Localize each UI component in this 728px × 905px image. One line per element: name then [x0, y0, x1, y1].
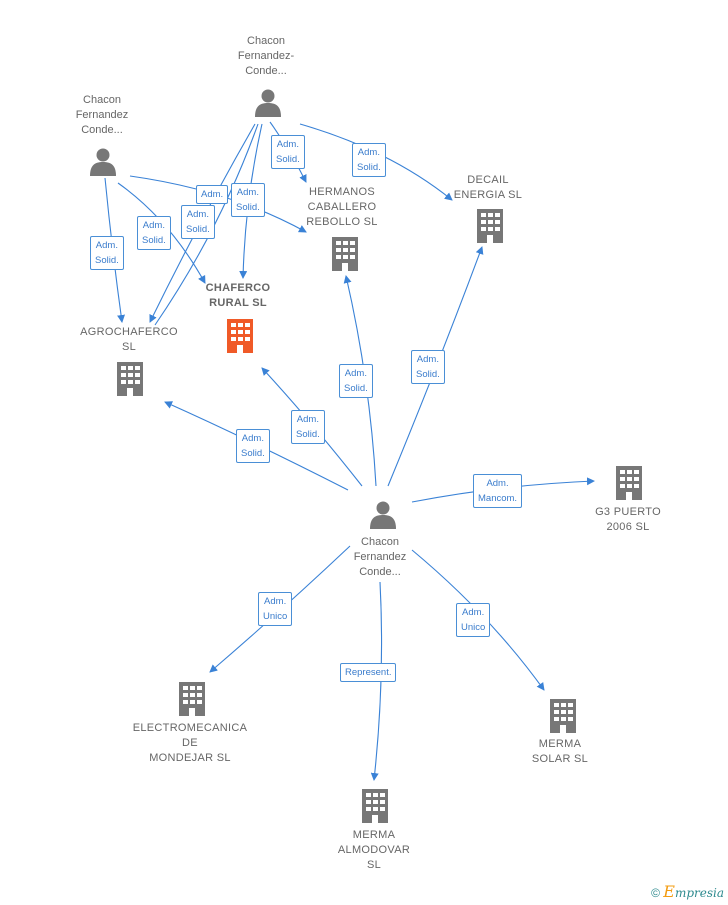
edge-label: Adm. Solid.	[339, 364, 373, 398]
building-icon[interactable]	[117, 362, 143, 396]
building-icon[interactable]	[477, 209, 503, 243]
brand-logo-e: E	[663, 882, 675, 901]
edge-label: Adm. Solid.	[271, 135, 305, 169]
edge-label: Adm. Solid.	[137, 216, 171, 250]
building-icon[interactable]	[550, 699, 576, 733]
edge-label: Adm. Mancom.	[473, 474, 523, 508]
node-label-person-top[interactable]: Chacon Fernandez- Conde...	[237, 35, 295, 77]
edge-label: Adm. Unico	[258, 592, 293, 626]
node-label-merma-solar[interactable]: MERMA SOLAR SL	[531, 738, 589, 765]
edge-label: Adm. Solid.	[411, 350, 445, 384]
person-icon[interactable]	[90, 148, 116, 177]
person-icon[interactable]	[370, 501, 396, 530]
edge-label: Adm. Solid.	[231, 183, 265, 217]
building-icon[interactable]	[616, 466, 642, 500]
node-label-chaferco[interactable]: CHAFERCO RURAL SL	[205, 282, 271, 309]
node-label-person-left[interactable]: Chacon Fernandez Conde...	[75, 94, 129, 136]
copyright-icon: ©	[651, 886, 660, 900]
node-label-electromecanica[interactable]: ELECTROMECANICA DE MONDEJAR SL	[132, 722, 248, 764]
edge-label: Adm. Unico	[456, 603, 491, 637]
node-label-hermanos[interactable]: HERMANOS CABALLERO REBOLLO SL	[306, 186, 378, 228]
edge-label: Adm. Solid.	[90, 236, 124, 270]
edge-label: Adm. Solid.	[291, 410, 325, 444]
node-label-person-center[interactable]: Chacon Fernandez Conde...	[353, 536, 407, 578]
building-icon[interactable]	[227, 319, 253, 353]
edge-label: Represent.	[340, 663, 397, 682]
edge-label: Adm.	[196, 185, 229, 204]
building-icon[interactable]	[332, 237, 358, 271]
node-label-decail[interactable]: DECAIL ENERGIA SL	[453, 174, 523, 201]
node-label-g3puerto[interactable]: G3 PUERTO 2006 SL	[595, 506, 661, 533]
edge-label: Adm. Solid.	[181, 205, 215, 239]
building-icon[interactable]	[362, 789, 388, 823]
node-label-agrochaferco[interactable]: AGROCHAFERCO SL	[80, 326, 178, 353]
person-icon[interactable]	[255, 89, 281, 118]
brand-logo: © Empresia	[651, 882, 724, 901]
edge-label: Adm. Solid.	[352, 143, 386, 177]
edge-label: Adm. Solid.	[236, 429, 270, 463]
building-icon[interactable]	[179, 682, 205, 716]
brand-logo-text: mpresia	[674, 886, 724, 900]
node-label-merma-almodovar[interactable]: MERMA ALMODOVAR SL	[337, 829, 411, 871]
